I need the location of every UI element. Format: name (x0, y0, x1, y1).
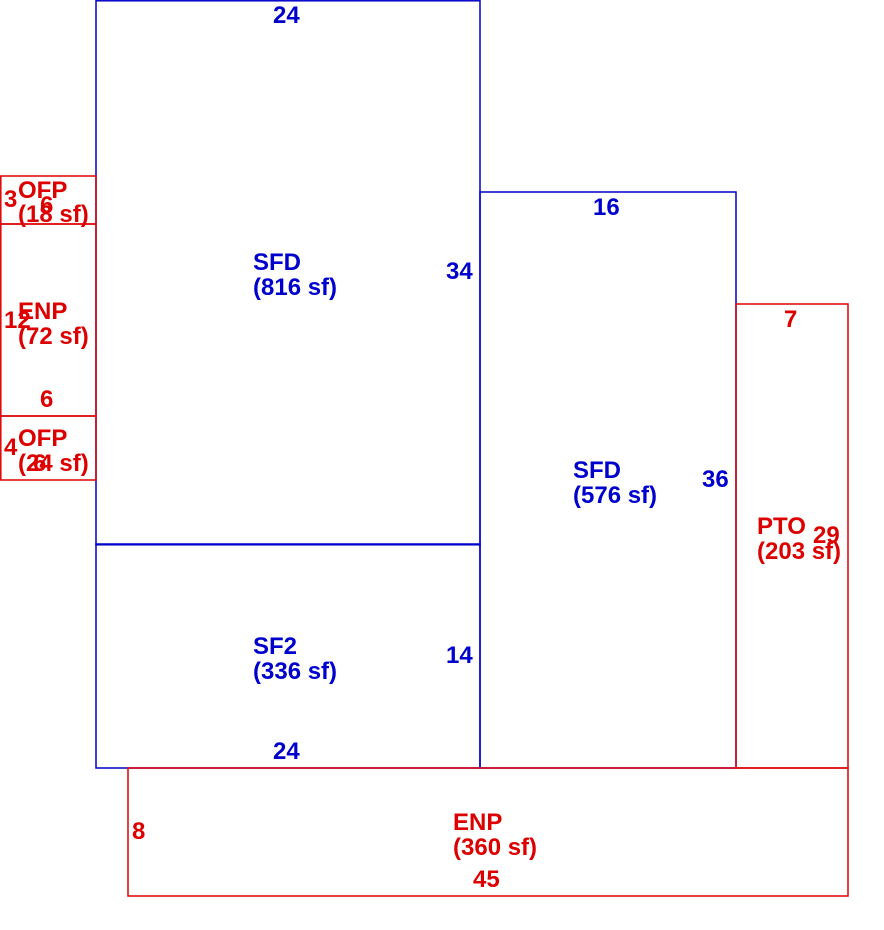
area-pto-dim-right: 29 (813, 522, 840, 549)
area-pto: 7 29 PTO (203 sf) (735, 303, 849, 769)
area-pto-area: (203 sf) (757, 538, 841, 565)
area-enp-left-code: ENP (18, 298, 67, 325)
area-sf2: 14 24 SF2 (336 sf) (95, 543, 481, 769)
area-sfd-main: 24 34 SFD (816 sf) (95, 0, 481, 546)
area-enp-bottom-dim-bottom: 45 (473, 866, 500, 893)
area-sfd-main-dim-top: 24 (273, 2, 300, 29)
area-sf2-dim-right: 14 (446, 642, 473, 669)
area-ofp-lower-dim-left: 4 (4, 434, 18, 461)
area-enp-bottom-outline (127, 767, 849, 897)
area-ofp-upper-dim-top: 6 (40, 192, 53, 219)
area-sfd-right: 16 36 SFD (576 sf) (479, 191, 737, 769)
area-sf2-dim-bottom: 24 (273, 738, 300, 765)
area-sfd-right-dim-top: 16 (593, 194, 620, 221)
area-enp-bottom-dim-left: 8 (132, 818, 145, 845)
area-ofp-lower-outline (0, 415, 97, 481)
area-ofp-upper: 3 6 OFP (18 sf) (0, 175, 97, 228)
area-sf2-code: SF2 (253, 633, 297, 660)
area-sfd-right-code: SFD (573, 457, 621, 484)
area-enp-left: 12 6 ENP (72 sf) (0, 223, 97, 417)
area-ofp-lower: 4 6 OFP (24 sf) (0, 415, 97, 481)
area-sfd-right-dim-right: 36 (702, 466, 729, 493)
area-ofp-lower-dim-top: 6 (33, 450, 46, 477)
area-ofp-lower-area: (24 sf) (18, 450, 89, 477)
area-pto-code: PTO (757, 513, 806, 540)
area-sfd-main-area: (816 sf) (253, 274, 337, 301)
area-enp-bottom-area: (360 sf) (453, 834, 537, 861)
area-enp-left-dim-bottom: 6 (40, 386, 53, 413)
area-ofp-lower-code: OFP (18, 425, 67, 452)
area-sfd-main-dim-right: 34 (446, 258, 473, 285)
area-enp-bottom: 8 45 ENP (360 sf) (127, 767, 849, 897)
area-sf2-area: (336 sf) (253, 658, 337, 685)
area-enp-left-area: (72 sf) (18, 323, 89, 350)
area-sfd-main-code: SFD (253, 249, 301, 276)
area-ofp-upper-dim-left: 3 (4, 186, 17, 213)
area-ofp-upper-code: OFP (18, 177, 67, 204)
area-sfd-right-area: (576 sf) (573, 482, 657, 509)
area-pto-dim-top: 7 (784, 306, 797, 333)
area-enp-bottom-code: ENP (453, 809, 502, 836)
area-enp-left-dim-left: 12 (4, 307, 31, 334)
